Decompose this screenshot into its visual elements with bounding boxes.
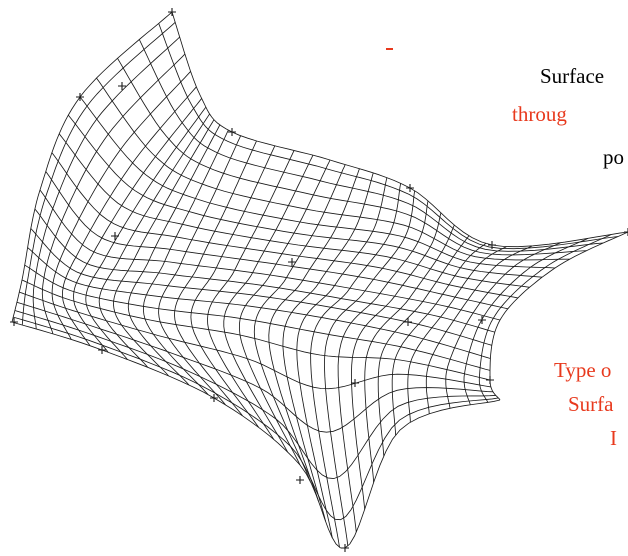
caption-line-6: I <box>610 426 617 450</box>
plus-marker-icon <box>486 376 494 384</box>
mesh-line-v <box>478 234 612 403</box>
plus-marker-icon <box>98 346 106 354</box>
mesh-line-v <box>445 242 561 409</box>
mesh-line-v <box>21 21 176 326</box>
mesh-line-v <box>11 11 173 323</box>
mesh-line-v <box>73 98 203 353</box>
mesh-line-u <box>67 114 543 278</box>
plus-marker-icon <box>296 476 304 484</box>
mesh-line-v <box>98 113 210 368</box>
mesh-line-u <box>34 208 495 333</box>
plus-marker-icon <box>76 93 84 101</box>
control-points <box>10 8 628 552</box>
mesh-line-v <box>364 224 455 483</box>
surface-mesh <box>11 11 628 549</box>
mesh-line-u <box>158 23 618 250</box>
mesh-line-v <box>268 168 360 502</box>
plus-marker-icon <box>624 228 628 236</box>
caption-line-3: po <box>603 145 624 169</box>
caption-line-2: throug <box>512 102 567 126</box>
mesh-line-v <box>190 145 276 428</box>
mesh-line-v <box>207 150 295 440</box>
mesh-line-v <box>296 177 388 538</box>
plus-marker-icon <box>488 241 496 249</box>
plus-marker-icon <box>118 82 126 90</box>
mesh-line-u <box>13 316 499 521</box>
mesh-line-v <box>282 172 374 522</box>
plus-marker-icon <box>478 316 486 324</box>
plus-marker-icon <box>404 318 412 326</box>
caption-line-4: Type o <box>554 358 612 382</box>
mesh-line-v <box>238 159 331 466</box>
plus-marker-icon <box>351 379 359 387</box>
mesh-line-v <box>32 36 180 330</box>
mesh-line-u <box>11 321 501 549</box>
mesh-line-u <box>171 11 628 248</box>
caption-line-1: Surface <box>540 64 605 88</box>
mesh-line-u <box>14 310 496 480</box>
mesh-line-v <box>377 235 470 457</box>
mesh-line-v <box>337 200 429 533</box>
mesh-line-u <box>24 264 491 371</box>
plus-marker-icon <box>168 8 176 16</box>
mesh-line-v <box>62 86 197 346</box>
mesh-line-v <box>391 243 487 436</box>
plus-marker-icon <box>228 128 236 136</box>
mesh-line-v <box>323 190 416 547</box>
mesh-line-u <box>51 152 518 299</box>
mesh-line-v <box>142 129 229 395</box>
mesh-line-v <box>310 183 402 548</box>
mesh-line-v <box>489 231 628 401</box>
plus-marker-icon <box>111 232 119 240</box>
plus-marker-icon <box>10 318 18 326</box>
mesh-line-v <box>174 140 257 417</box>
mesh-line-v <box>463 238 589 405</box>
mesh-line-v <box>223 155 314 453</box>
plus-marker-icon <box>288 258 296 266</box>
plus-marker-icon <box>406 184 414 192</box>
mesh-line-v <box>51 71 191 340</box>
mesh-line-v <box>253 164 346 482</box>
stray-red-mark <box>386 48 393 50</box>
mesh-line-v <box>127 124 221 386</box>
mesh-line-v <box>425 245 533 414</box>
plus-marker-icon <box>210 394 218 402</box>
mesh-line-v <box>85 106 207 360</box>
mesh-line-v <box>350 212 442 510</box>
mesh-line-v <box>407 246 507 423</box>
caption-line-5: Surfa <box>568 392 614 416</box>
mesh-line-v <box>41 53 186 334</box>
mesh-line-v <box>113 119 215 377</box>
plus-marker-icon <box>341 544 349 552</box>
mesh-line-v <box>158 135 241 406</box>
